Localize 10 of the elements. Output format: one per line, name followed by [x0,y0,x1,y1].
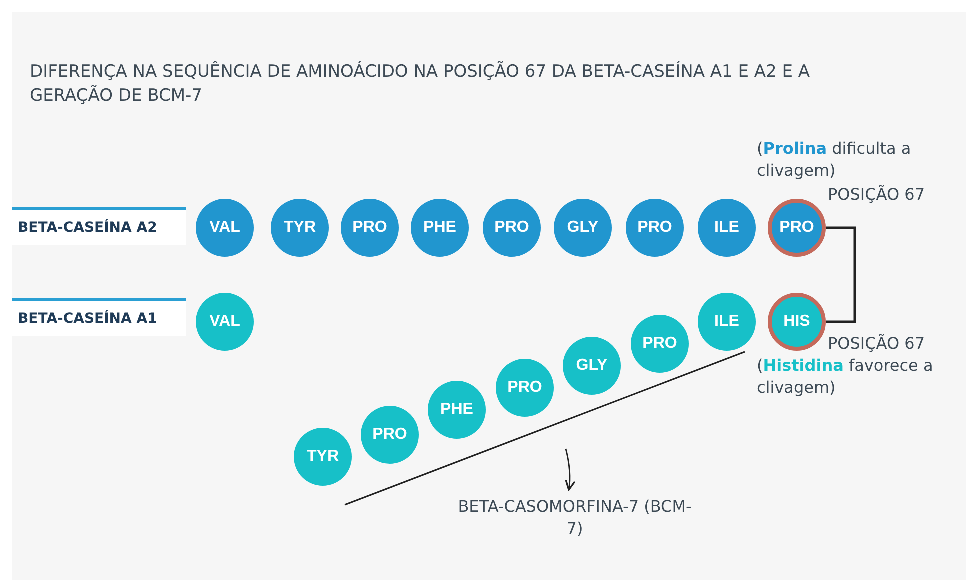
annotation-text: (Histidina favorece a clivagem) [757,355,934,399]
diagram-title: DIFERENÇA NA SEQUÊNCIA DE AMINOÁCIDO NA POSIÇÃO 67 DA BETA-CASEÍNA A1 E A2 E A GERAÇÃO DE BCM-7 [30,60,812,108]
annotation-text: (Prolina dificulta a clivagem) [757,138,912,182]
annotation-text: POSIÇÃO 67 [828,333,926,355]
arrow [565,448,576,491]
sequence-label: BETA-CASEÍNA A1 [12,298,186,336]
peptide-name: BETA-CASOMORFINA-7 (BCM-7) [455,496,695,540]
annotation-text: POSIÇÃO 67 [828,184,926,206]
connector-bracket [826,226,856,324]
sequence-label: BETA-CASEÍNA A2 [12,207,186,245]
